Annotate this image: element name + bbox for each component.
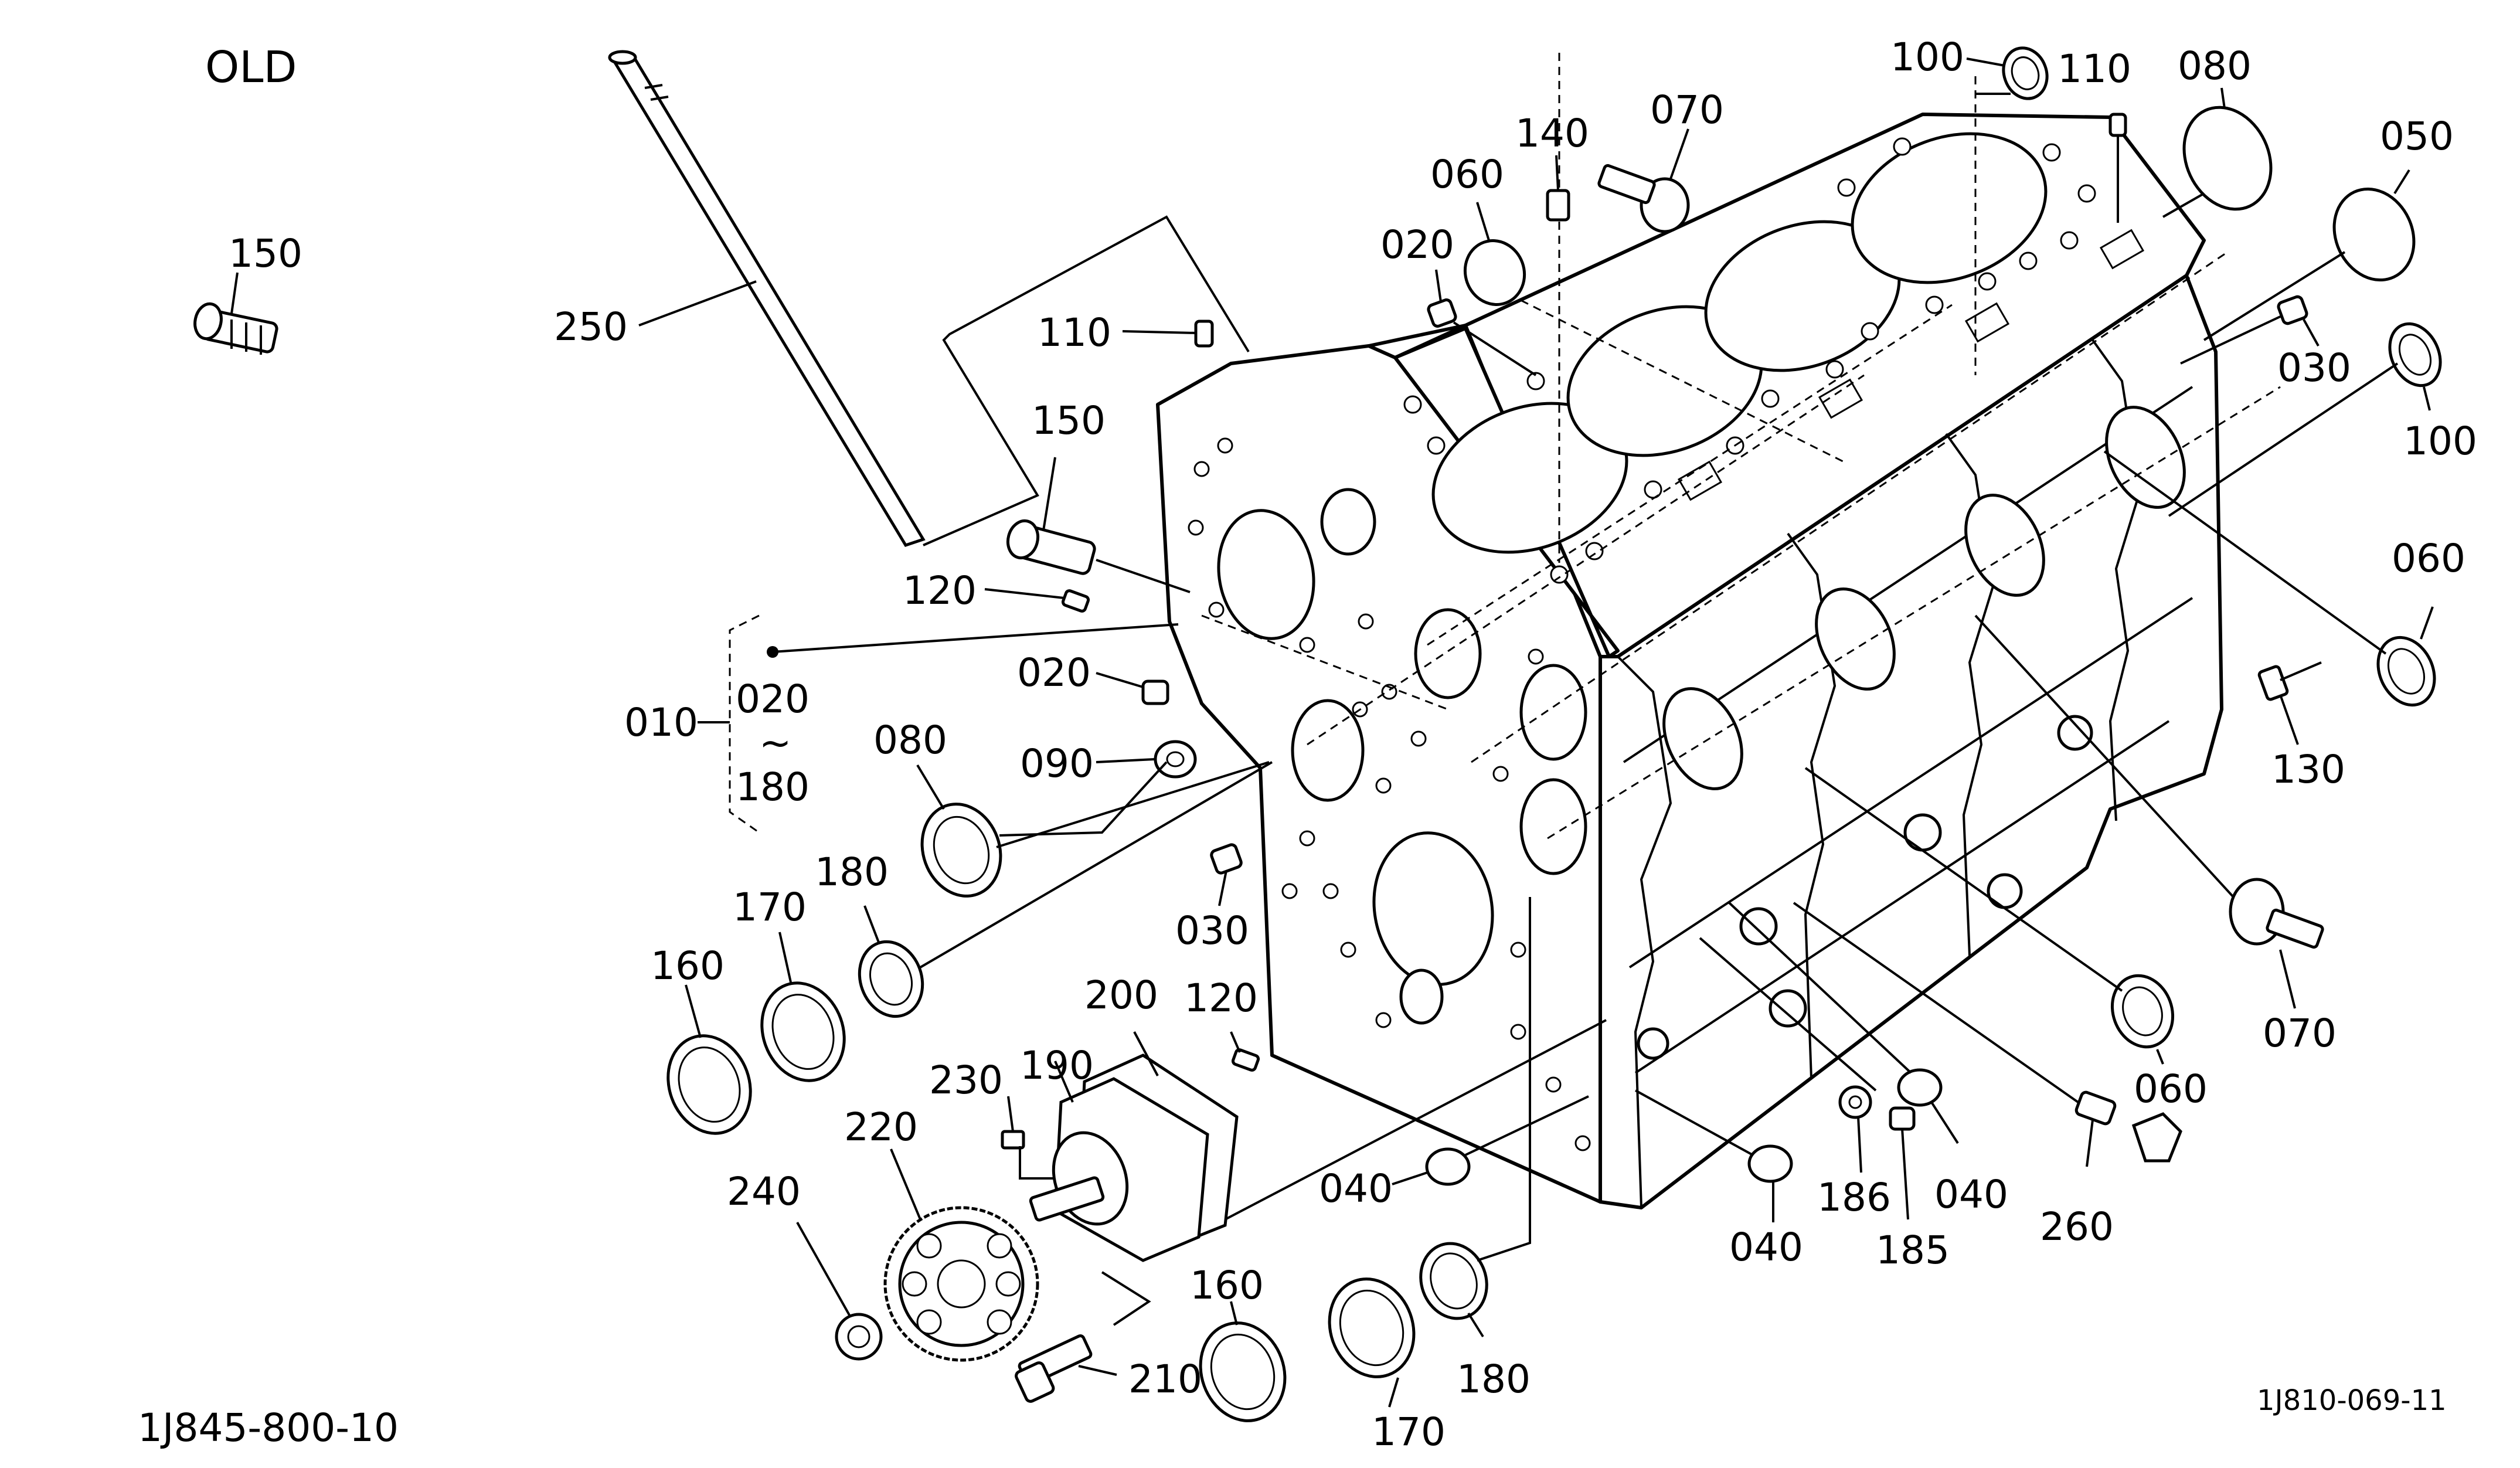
part-number-160-top: 160: [651, 943, 725, 988]
part-number-200: 200: [1084, 973, 1158, 1018]
part-number-060-right: 060: [2392, 536, 2465, 581]
part-number-030-right: 030: [2277, 345, 2351, 390]
part-number-070-bottom: 070: [2263, 1011, 2337, 1056]
old-banjo-bolt-150: [193, 272, 278, 355]
part-number-020-left: 020: [1017, 650, 1091, 695]
drawing-code-left: 1J845-800-10: [138, 1405, 399, 1450]
part-number-240: 240: [727, 1169, 801, 1214]
part-number-110-left: 110: [1038, 310, 1111, 355]
part-number-120-bottom: 120: [1184, 976, 1258, 1021]
part-number-110-top: 110: [2058, 46, 2131, 91]
part-number-080-left: 080: [873, 718, 947, 763]
part-number-250: 250: [554, 304, 628, 349]
part-number-120-top: 120: [903, 568, 977, 613]
group-label-range-to: 180: [736, 764, 810, 810]
part-number-060-top: 060: [1430, 152, 1504, 197]
part-number-170-top: 170: [733, 885, 807, 930]
part-number-186: 186: [1817, 1175, 1891, 1220]
group-label-range-separator: ~: [759, 721, 791, 766]
part-number-040-left: 040: [1319, 1166, 1393, 1211]
parts: [666, 46, 2442, 1422]
part-number-230: 230: [929, 1058, 1003, 1103]
part-number-150-old: 150: [229, 231, 302, 276]
group-label-number: 010: [624, 700, 698, 745]
part-number-160-bottom: 160: [1190, 1263, 1264, 1308]
part-number-100-top: 100: [1890, 35, 1964, 80]
part-number-060-bottom: 060: [2134, 1066, 2208, 1112]
part-number-260: 260: [2040, 1204, 2114, 1249]
part-number-040-right: 040: [1934, 1172, 2008, 1217]
part-number-185: 185: [1876, 1228, 1950, 1273]
part-number-180-bottom: 180: [1457, 1357, 1531, 1402]
part-number-020-top: 020: [1380, 222, 1454, 267]
part-number-190: 190: [1020, 1043, 1094, 1088]
part-number-090: 090: [1020, 741, 1094, 786]
part-number-080-top: 080: [2178, 43, 2252, 89]
assembly-group-bracket: [698, 614, 1179, 834]
part-number-040-mid: 040: [1729, 1225, 1803, 1270]
cylinder-block: [1156, 53, 2281, 1209]
part-number-150: 150: [1032, 398, 1106, 443]
part-number-180-top: 180: [815, 849, 889, 895]
part-number-100-right: 100: [2403, 419, 2477, 464]
group-label-range-from: 020: [736, 677, 810, 722]
part-number-170-bottom: 170: [1372, 1409, 1446, 1455]
part-number-220: 220: [844, 1105, 918, 1150]
drawing-code-right: 1J810-069-11: [2257, 1384, 2447, 1417]
dipstick-guide-pipe-250: [608, 50, 1250, 548]
part-number-210: 210: [1128, 1357, 1202, 1402]
part-number-070-top: 070: [1650, 87, 1724, 132]
part-number-050: 050: [2380, 114, 2454, 159]
part-number-130: 130: [2271, 747, 2345, 792]
part-number-140: 140: [1515, 111, 1589, 156]
part-number-030-bottom: 030: [1175, 908, 1249, 953]
page-title: OLD: [205, 42, 297, 93]
